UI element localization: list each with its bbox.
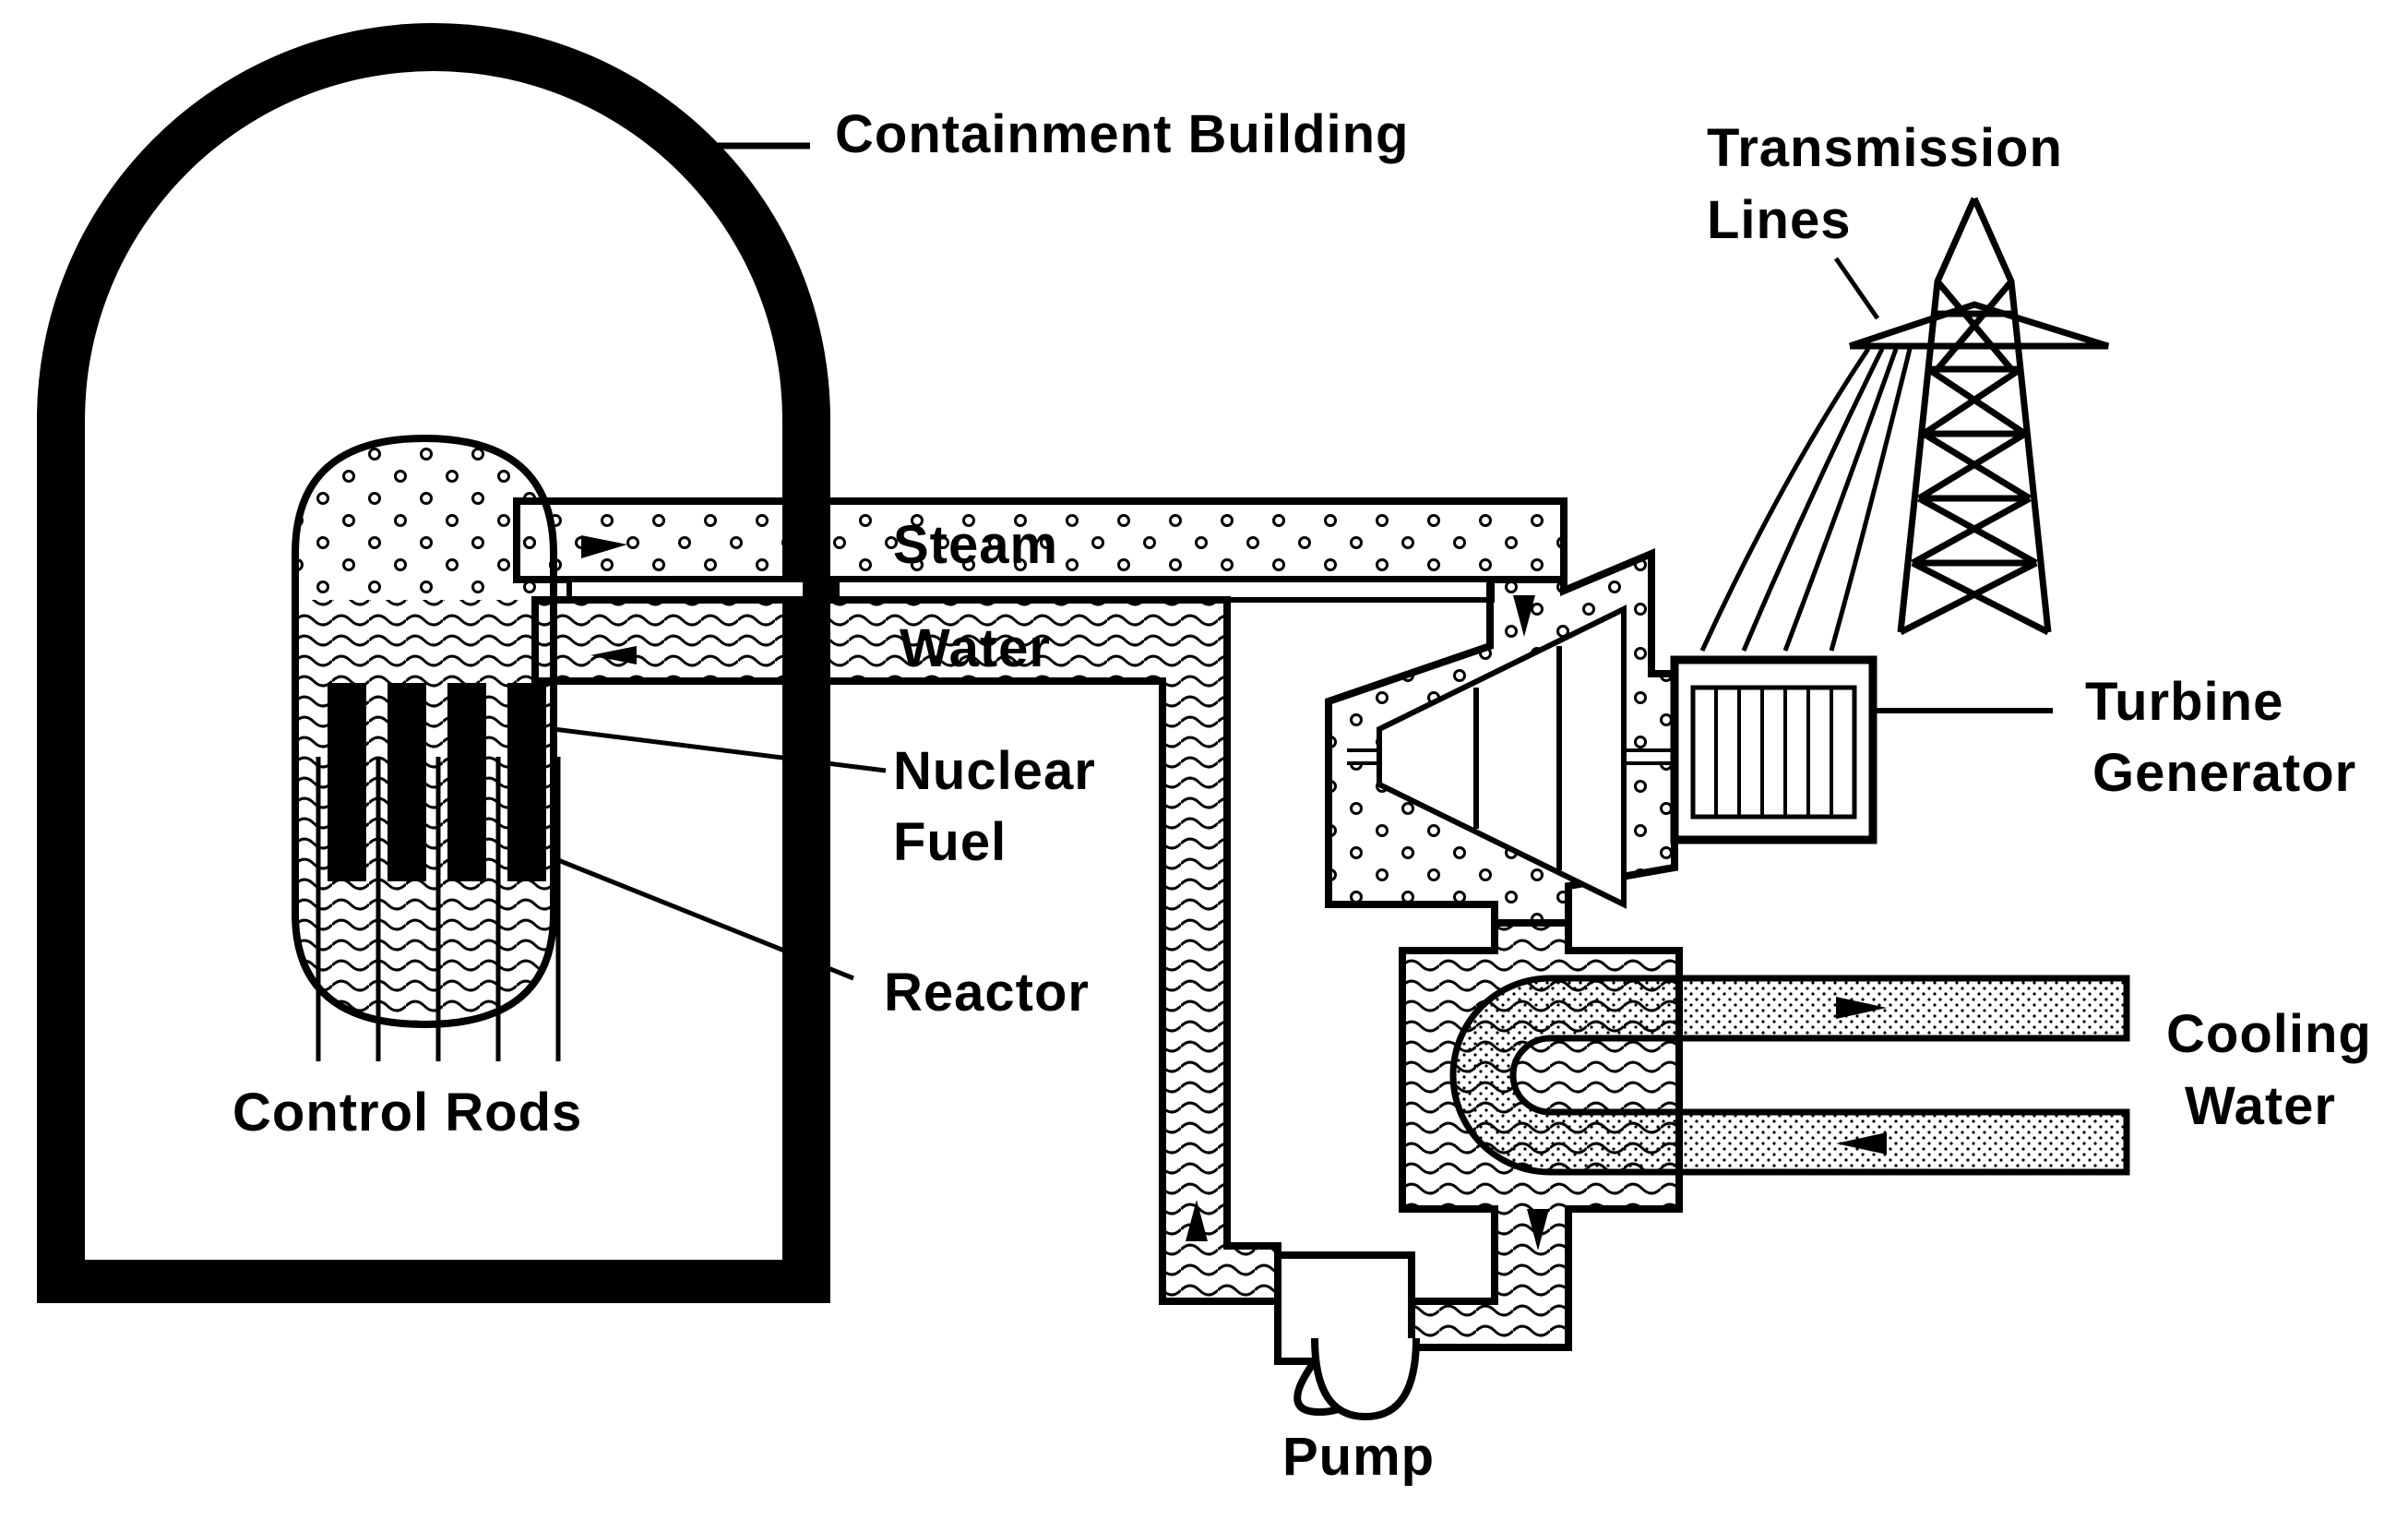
label-transmission-lines-line2: Lines [1707,190,1852,250]
generator [1670,655,1878,844]
label-steam: Steam [893,515,1058,575]
leader-lines [553,726,887,981]
label-turbine-generator-line1: Turbine [2085,672,2283,732]
turbine-rotor [1347,604,1679,909]
label-turbine-generator-line2: Generator [2092,743,2356,803]
pump [1274,1251,1420,1421]
label-control-rods: Control Rods [232,1083,582,1143]
transmission-leader-line [1833,257,1880,320]
label-containment-building: Containment Building [835,104,1410,164]
label-nuclear-fuel-line1: Nuclear [893,741,1096,801]
label-transmission-lines-line1: Transmission [1707,118,2063,178]
label-cooling-water-line1: Cooling [2166,1004,2372,1064]
nuclear-fuel-rods [328,683,546,881]
transmission-lines [1699,347,1913,652]
control-rods [316,757,561,1061]
label-nuclear-fuel-line2: Fuel [893,812,1007,872]
flow-arrows [581,535,1887,1251]
transmission-tower [1848,197,2110,636]
cooling-water-tube [1449,975,2130,1176]
label-water-primary: Water [900,618,1051,678]
label-cooling-water-line2: Water [2185,1076,2336,1136]
label-reactor: Reactor [884,963,1090,1023]
label-pump: Pump [1282,1427,1435,1487]
